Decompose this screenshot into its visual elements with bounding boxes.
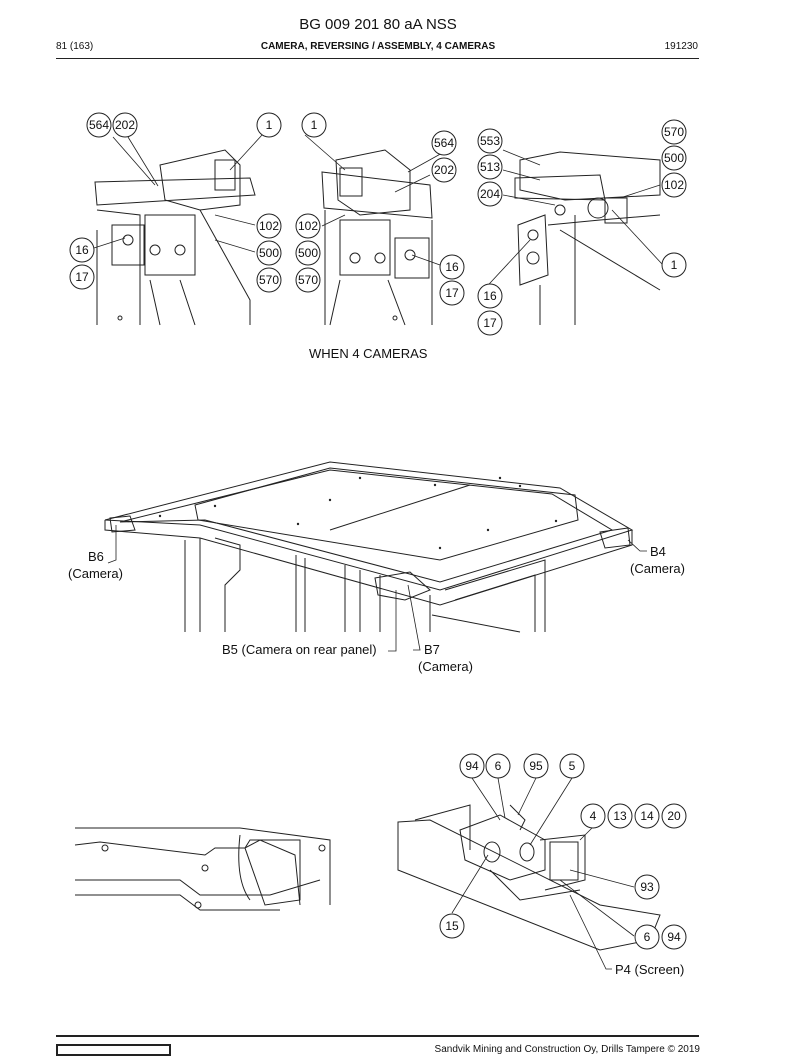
callout-text: 13 — [613, 809, 627, 823]
callout-95 — [523, 753, 549, 779]
sandvik-logo — [56, 1044, 171, 1056]
callout-1-right — [661, 252, 687, 278]
callout-500-right — [661, 145, 687, 171]
label-b4-desc: (Camera) — [630, 561, 685, 576]
callout-500-middle — [295, 240, 321, 266]
callout-text: 570 — [664, 125, 684, 139]
screen-mount-drawing-left — [74, 827, 331, 911]
callout-564-middle — [431, 130, 457, 156]
callout-5 — [559, 753, 585, 779]
callout-6-top — [485, 753, 511, 779]
left-detail-view — [94, 149, 256, 326]
callout-text: 564 — [89, 118, 109, 132]
callout-202-left — [112, 112, 138, 138]
callout-94-top — [459, 753, 485, 779]
callout-204-right — [477, 181, 503, 207]
callout-text: 14 — [640, 809, 654, 823]
cab-roof-drawing — [104, 461, 634, 633]
callout-text: 202 — [434, 163, 454, 177]
callout-102-right — [661, 172, 687, 198]
callout-564-left — [86, 112, 112, 138]
callout-text: 20 — [667, 809, 681, 823]
callout-text: 570 — [259, 273, 279, 287]
callout-text: 1 — [671, 258, 678, 272]
callout-102-left — [256, 213, 282, 239]
callout-15 — [439, 913, 465, 939]
callout-text: 15 — [445, 919, 459, 933]
callout-text: 16 — [75, 243, 89, 257]
footer-divider — [56, 1035, 699, 1037]
label-b7-code: B7 — [424, 642, 440, 657]
callout-text: 16 — [483, 289, 497, 303]
callout-text: 500 — [664, 151, 684, 165]
callout-text: 500 — [298, 246, 318, 260]
callout-94-bottom — [661, 924, 687, 950]
callout-text: 1 — [311, 118, 318, 132]
callout-text: 94 — [667, 930, 681, 944]
callout-text: 95 — [529, 759, 543, 773]
callout-570-left — [256, 267, 282, 293]
callout-text: 17 — [75, 270, 89, 284]
callout-text: 93 — [640, 880, 654, 894]
callout-17-middle — [439, 280, 465, 306]
section-title: CAMERA, REVERSING / ASSEMBLY, 4 CAMERAS — [260, 41, 496, 52]
callout-14 — [634, 803, 660, 829]
header-divider — [56, 58, 699, 59]
callout-text: 17 — [483, 316, 497, 330]
callout-13 — [607, 803, 633, 829]
callout-text: 513 — [480, 160, 500, 174]
right-detail-view — [514, 151, 661, 325]
callout-text: 102 — [259, 219, 279, 233]
figure-caption-when-4-cameras: WHEN 4 CAMERAS — [309, 346, 428, 361]
document-title: BG 009 201 80 aA NSS — [299, 16, 457, 33]
page-number: 81 (163) — [56, 41, 94, 52]
callout-102-middle — [295, 213, 321, 239]
label-b5: B5 (Camera on rear panel) — [222, 642, 377, 657]
callout-553-right — [477, 128, 503, 154]
callout-text: 94 — [465, 759, 479, 773]
callout-text: 553 — [480, 134, 500, 148]
callout-4 — [580, 803, 606, 829]
callout-16-middle — [439, 254, 465, 280]
callout-500-left — [256, 240, 282, 266]
callout-text: 204 — [480, 187, 500, 201]
callout-text: 570 — [298, 273, 318, 287]
label-b6-code: B6 — [88, 549, 104, 564]
callout-202-middle — [431, 157, 457, 183]
label-b4-code: B4 — [650, 544, 666, 559]
callout-text: 1 — [266, 118, 273, 132]
callout-17-right — [477, 310, 503, 336]
callout-text: 102 — [664, 178, 684, 192]
callout-text: 4 — [590, 809, 597, 823]
footer-copyright: Sandvik Mining and Construction Oy, Dril… — [434, 1044, 700, 1055]
callout-20 — [661, 803, 687, 829]
callout-6-bottom — [634, 924, 660, 950]
callout-16-right — [477, 283, 503, 309]
label-b7-desc: (Camera) — [418, 659, 473, 674]
callout-text: 500 — [259, 246, 279, 260]
callout-93 — [634, 874, 660, 900]
callout-text: 202 — [115, 118, 135, 132]
document-code: 191230 — [664, 41, 698, 52]
callout-570-middle — [295, 267, 321, 293]
callout-text: 564 — [434, 136, 454, 150]
label-b6-desc: (Camera) — [68, 566, 123, 581]
callout-16-left — [69, 237, 95, 263]
middle-detail-view — [321, 149, 433, 326]
callout-text: 6 — [495, 759, 502, 773]
callout-text: 5 — [569, 759, 576, 773]
callout-17-left — [69, 264, 95, 290]
callout-text: 16 — [445, 260, 459, 274]
callout-1-middle — [301, 112, 327, 138]
callout-text: 102 — [298, 219, 318, 233]
label-p4-screen: P4 (Screen) — [615, 962, 685, 977]
callout-570-right — [661, 119, 687, 145]
callout-text: 6 — [644, 930, 651, 944]
callout-513-right — [477, 154, 503, 180]
callout-text: 17 — [445, 286, 459, 300]
callout-1-left — [256, 112, 282, 138]
